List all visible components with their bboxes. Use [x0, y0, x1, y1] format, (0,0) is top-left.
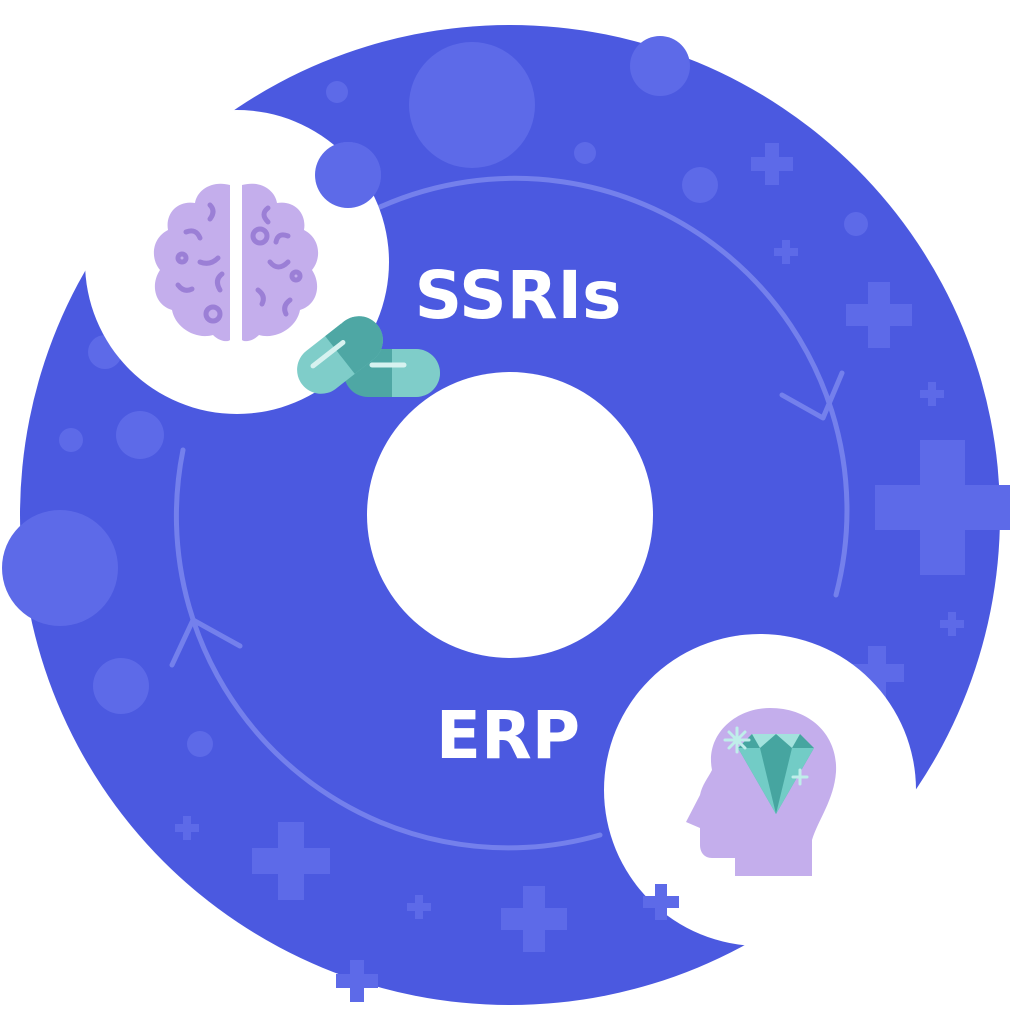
arrowhead-left-icon	[169, 617, 243, 668]
cycle-arc-right	[377, 175, 850, 598]
brain-icon	[153, 183, 319, 342]
capsule-pills-icon	[297, 316, 440, 397]
brain-bubble	[85, 110, 389, 414]
cycle-arrows	[169, 175, 850, 851]
sparkle-icon	[723, 726, 809, 786]
erp-label: ERP	[436, 697, 580, 774]
head-with-gem-icon	[686, 708, 837, 876]
center-hole	[367, 372, 653, 658]
cycle-arc-left	[173, 447, 603, 851]
arrowhead-right-icon	[779, 370, 845, 421]
bubble-overlap-dot	[315, 142, 381, 208]
bubble-overlap-plus	[643, 884, 679, 920]
ssris-label: SSRIs	[415, 257, 622, 334]
